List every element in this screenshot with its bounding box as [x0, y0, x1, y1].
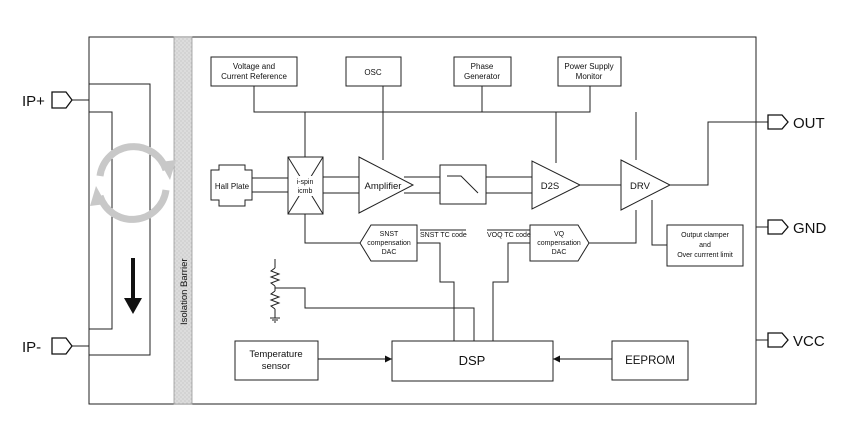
voq-tc-code-label: VOQ TC code — [487, 232, 531, 239]
pin-ip-plus-label: IP+ — [22, 93, 45, 110]
snst-compensation-dac-block: SNST compensation DAC — [359, 224, 418, 262]
svg-text:sensor: sensor — [262, 361, 291, 372]
phase-generator-block: Phase Generator — [453, 56, 512, 87]
svg-text:icmb: icmb — [298, 188, 313, 195]
svg-text:D2S: D2S — [541, 181, 559, 192]
pin-ip-minus: IP- — [22, 337, 73, 356]
output-clamper-block: Output clamper and Over currrent limit — [666, 224, 744, 267]
drv-block: DRV — [620, 159, 672, 211]
ispin-to-amplifier-wires — [323, 176, 359, 194]
pin-ip-minus-label: IP- — [22, 339, 41, 356]
ispin-icmb-block: i-spin icmb — [287, 156, 324, 215]
svg-text:Voltage and: Voltage and — [233, 62, 275, 71]
svg-text:compensation: compensation — [537, 240, 581, 247]
svg-text:DRV: DRV — [630, 181, 651, 192]
drv-to-clamper-wire — [651, 200, 667, 246]
svg-text:Power Supply: Power Supply — [564, 62, 613, 71]
pin-gnd: GND — [756, 219, 827, 237]
resistor-divider — [269, 259, 475, 341]
d2s-block: D2S — [531, 160, 582, 210]
svg-text:EEPROM: EEPROM — [625, 355, 675, 367]
low-pass-filter-block — [439, 164, 487, 205]
primary-current-path — [72, 83, 151, 356]
pin-ip-plus: IP+ — [22, 91, 73, 110]
control-bus-wires — [253, 86, 637, 163]
tc-code-bus-wires — [417, 229, 530, 341]
dsp-block: DSP — [391, 340, 554, 382]
svg-text:DSP: DSP — [459, 353, 486, 368]
isolation-barrier-label: Isolation Barrier — [179, 258, 190, 325]
svg-text:DAC: DAC — [552, 249, 567, 256]
snst-tc-code-label: SNST TC code — [420, 232, 467, 239]
power-supply-monitor-block: Power Supply Monitor — [557, 56, 622, 87]
eeprom-block: EEPROM — [611, 340, 689, 381]
amplifier-block: Amplifier — [358, 156, 415, 214]
svg-text:SNST: SNST — [380, 231, 399, 238]
svg-text:OSC: OSC — [364, 68, 382, 77]
svg-text:Hall Plate: Hall Plate — [215, 182, 250, 191]
svg-text:compensation: compensation — [367, 240, 411, 247]
svg-text:VQ: VQ — [554, 231, 565, 238]
current-direction-arrow-icon — [124, 298, 142, 314]
pin-vcc: VCC — [756, 332, 825, 350]
temperature-sensor-block: Temperature sensor — [234, 340, 319, 381]
hall-plate-block: Hall Plate — [210, 164, 253, 207]
svg-text:and: and — [699, 242, 711, 249]
filter-to-d2s-wires — [486, 176, 532, 194]
amplifier-to-filter-wires — [404, 176, 440, 194]
svg-text:i-spin: i-spin — [297, 179, 314, 186]
osc-block: OSC — [345, 56, 402, 87]
svg-text:Temperature: Temperature — [249, 349, 302, 360]
vq-dac-to-drv-wire — [589, 210, 637, 244]
pin-out-label: OUT — [793, 115, 825, 132]
hall-to-ispin-wires — [252, 177, 288, 193]
pin-out: OUT — [756, 114, 825, 132]
svg-text:Amplifier: Amplifier — [365, 181, 402, 192]
voltage-current-reference-block: Voltage and Current Reference — [210, 56, 298, 87]
pin-vcc-label: VCC — [793, 333, 825, 350]
isolation-barrier — [173, 36, 193, 405]
svg-text:Current Reference: Current Reference — [221, 72, 287, 81]
drv-to-out-wire — [670, 121, 756, 186]
svg-text:Output clamper: Output clamper — [681, 232, 730, 239]
svg-text:Generator: Generator — [464, 72, 500, 81]
snst-dac-to-ispin-wire — [304, 214, 360, 244]
spinning-rotation-icon — [90, 143, 176, 223]
pin-gnd-label: GND — [793, 220, 827, 237]
svg-text:Over currrent limit: Over currrent limit — [677, 252, 733, 259]
svg-text:DAC: DAC — [382, 249, 397, 256]
vq-compensation-dac-block: VQ compensation DAC — [529, 224, 590, 262]
svg-text:Phase: Phase — [471, 62, 494, 71]
svg-text:Monitor: Monitor — [576, 72, 603, 81]
